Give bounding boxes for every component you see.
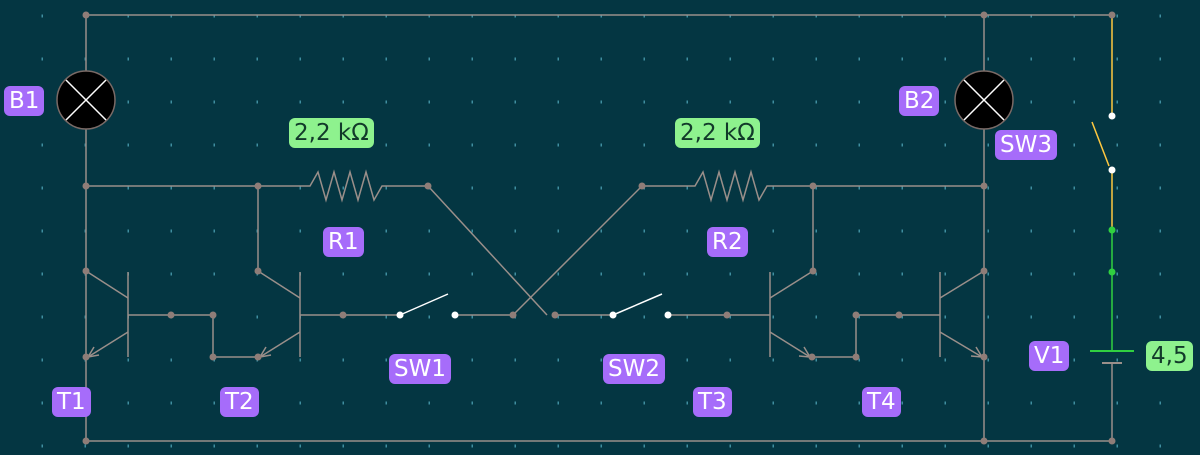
label-r1[interactable]: R1 bbox=[323, 227, 364, 257]
label-sw1[interactable]: SW1 bbox=[389, 354, 451, 384]
live-nodes bbox=[1108, 226, 1116, 276]
lamp-b2-icon[interactable] bbox=[954, 70, 1014, 130]
value-r1[interactable]: 2,2 kΩ bbox=[289, 118, 374, 148]
label-t1[interactable]: T1 bbox=[52, 387, 91, 417]
label-t4[interactable]: T4 bbox=[862, 387, 901, 417]
switch-sw2-icon[interactable] bbox=[609, 293, 672, 319]
transistor-t4[interactable] bbox=[939, 270, 985, 358]
label-r2[interactable]: R2 bbox=[707, 227, 748, 257]
resistor-r1-icon[interactable] bbox=[298, 169, 390, 203]
switch-sw3-icon[interactable] bbox=[1108, 112, 1116, 174]
label-b1[interactable]: B1 bbox=[4, 86, 45, 116]
supply-wires bbox=[1091, 15, 1113, 441]
transistor-t3[interactable] bbox=[769, 270, 814, 358]
label-sw3[interactable]: SW3 bbox=[995, 130, 1057, 160]
switch-sw1-icon[interactable] bbox=[396, 293, 459, 319]
label-sw2[interactable]: SW2 bbox=[603, 354, 665, 384]
resistor-r2-icon[interactable] bbox=[683, 169, 775, 203]
label-b2[interactable]: B2 bbox=[899, 86, 940, 116]
lamp-b1-icon[interactable] bbox=[56, 70, 116, 130]
wire-nodes bbox=[82, 11, 1116, 445]
label-t3[interactable]: T3 bbox=[693, 387, 732, 417]
transistor-t2[interactable] bbox=[257, 270, 301, 358]
label-t2[interactable]: T2 bbox=[220, 387, 259, 417]
battery-v1-icon[interactable] bbox=[1090, 350, 1134, 364]
label-v1[interactable]: V1 bbox=[1029, 341, 1070, 371]
wires bbox=[85, 14, 1112, 442]
value-v1[interactable]: 4,5 bbox=[1146, 341, 1193, 371]
value-r2[interactable]: 2,2 kΩ bbox=[675, 118, 760, 148]
